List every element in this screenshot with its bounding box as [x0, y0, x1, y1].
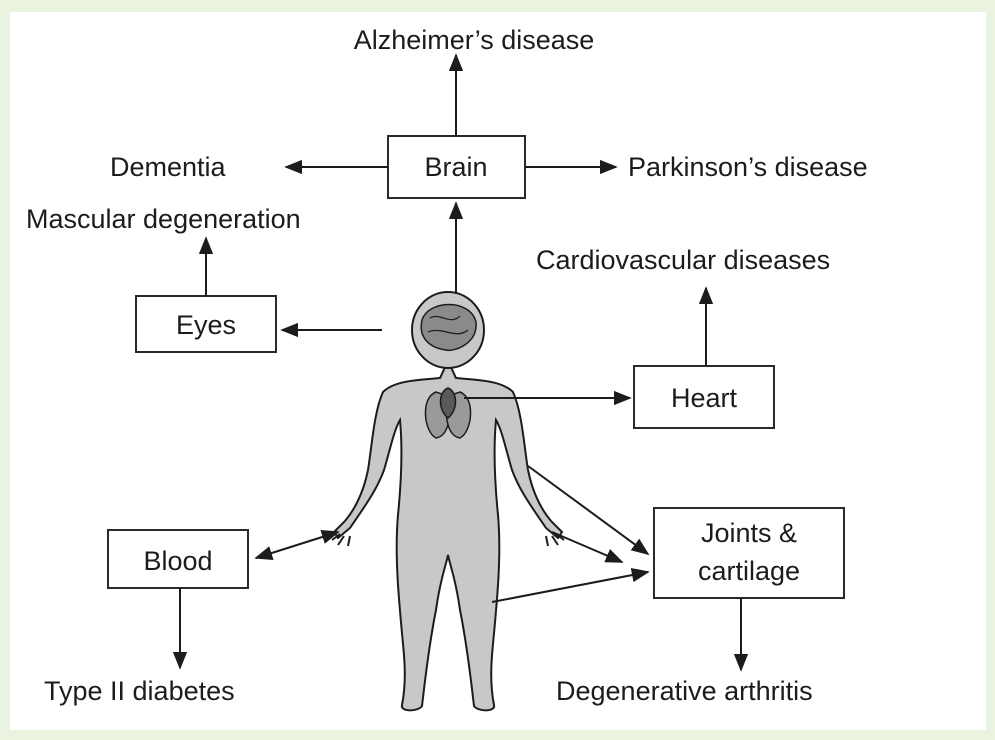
brain-label: Brain [424, 152, 487, 182]
arthritis-label: Degenerative arthritis [556, 676, 813, 706]
dementia-label: Dementia [110, 152, 227, 182]
diabetes-label: Type II diabetes [44, 676, 235, 706]
human-body-figure [332, 292, 564, 710]
alzheimers-label: Alzheimer’s disease [354, 25, 595, 55]
heart-label: Heart [671, 383, 738, 413]
parkinsons-label: Parkinson’s disease [628, 152, 868, 182]
arrow-hand-joints [552, 532, 622, 562]
joints-label-line1: Joints & [701, 518, 797, 548]
blood-label: Blood [143, 546, 212, 576]
arrow-hand-blood [256, 532, 338, 558]
cardiovascular-label: Cardiovascular diseases [536, 245, 830, 275]
brain-illustration [421, 305, 476, 351]
joints-label-line2: cartilage [698, 556, 800, 586]
arrow-knee-joints [492, 572, 648, 602]
eyes-label: Eyes [176, 310, 236, 340]
macular-degeneration-label: Mascular degeneration [26, 204, 301, 234]
